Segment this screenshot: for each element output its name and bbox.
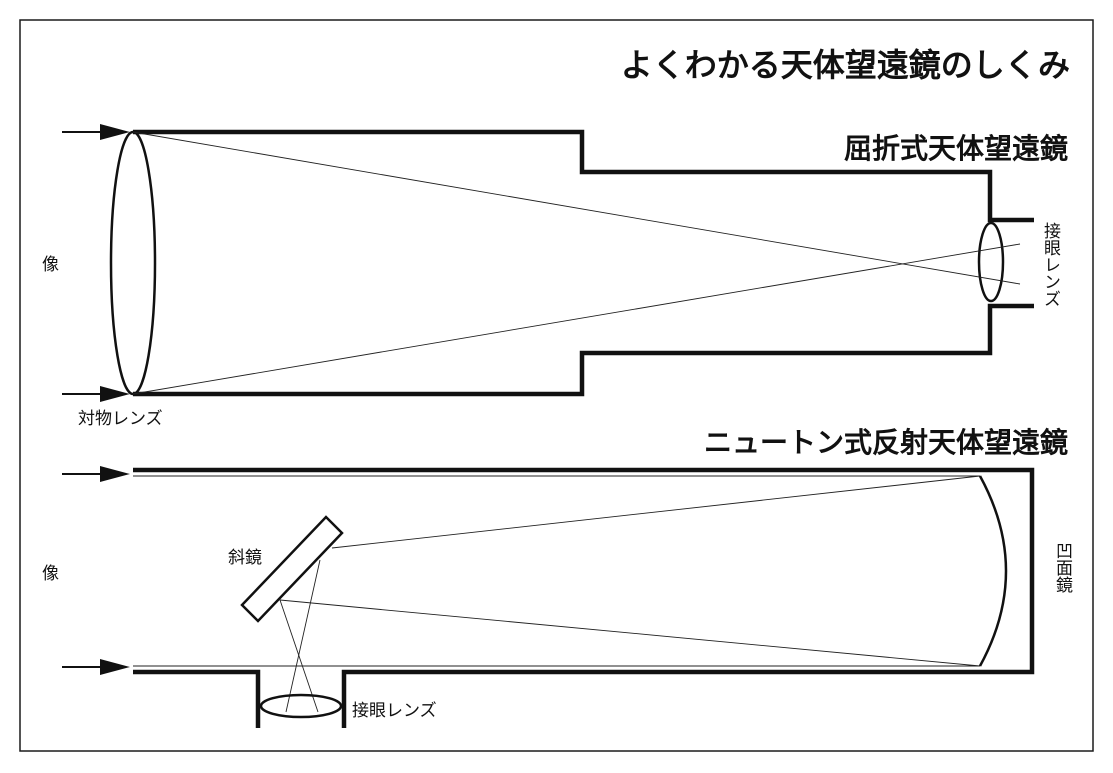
refractor-eyepiece-label: 接眼レンズ [1040, 222, 1061, 307]
refractor-eyepiece-lens [977, 221, 1005, 303]
diagonal-mirror [240, 515, 344, 623]
refractor-tube-top [133, 129, 1034, 223]
refractor-light-arrow-bottom [62, 386, 130, 402]
newtonian-tube-bottom-left [133, 669, 261, 728]
newtonian-diagram: ニュートン式反射天体望遠鏡 像 斜鏡 接眼レンズ 凹面 [42, 426, 1073, 728]
newtonian-light-arrow-bottom [62, 659, 130, 675]
newtonian-title: ニュートン式反射天体望遠鏡 [704, 426, 1068, 459]
concave-mirror [978, 475, 1008, 667]
refractor-ray-upper [132, 131, 1021, 285]
objective-lens [109, 130, 157, 396]
newtonian-ray-reflected-upper [331, 475, 981, 549]
diagonal-mirror-label: 斜鏡 [228, 548, 262, 568]
concave-mirror-label: 凹面鏡 [1052, 542, 1073, 594]
diagram-frame [19, 19, 1094, 752]
refractor-image-label: 像 [42, 255, 59, 275]
refractor-title: 屈折式天体望遠鏡 [844, 132, 1068, 165]
refractor-diagram: 屈折式天体望遠鏡 像 対物レンズ 接眼レンズ [42, 124, 1068, 429]
refractor-light-arrow-top [62, 124, 130, 140]
newtonian-light-arrow-top [62, 466, 130, 482]
newtonian-eyepiece-label: 接眼レンズ [352, 701, 437, 721]
newtonian-tube-outline [133, 467, 1035, 728]
newtonian-eyepiece-lens [259, 693, 343, 719]
main-title: よくわかる天体望遠鏡のしくみ [621, 46, 1070, 84]
eyepiece-ray-1 [285, 559, 321, 713]
refractor-tube-bottom [133, 303, 1034, 397]
refractor-ray-lower [132, 243, 1021, 395]
eyepiece-ray-2 [279, 599, 319, 713]
objective-lens-label: 対物レンズ [78, 409, 163, 429]
newtonian-image-label: 像 [42, 564, 59, 584]
newtonian-ray-reflected-lower [279, 599, 981, 667]
